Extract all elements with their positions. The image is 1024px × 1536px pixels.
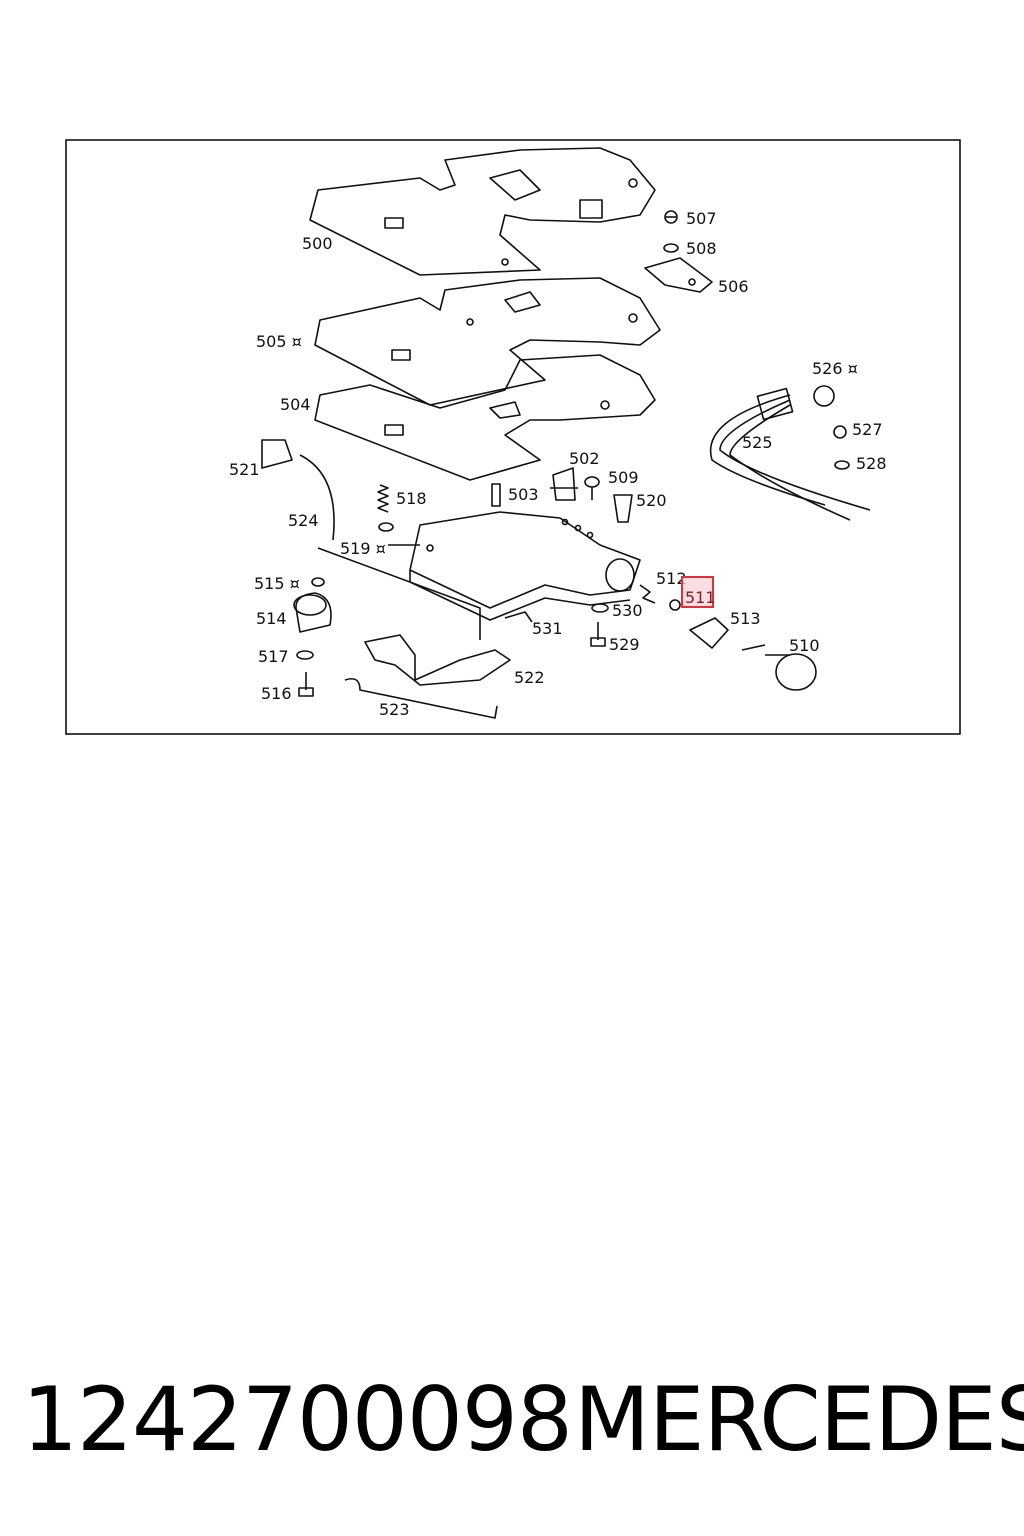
label-516: 516 bbox=[261, 684, 292, 703]
label-522: 522 bbox=[514, 668, 545, 687]
part-509 bbox=[584, 476, 600, 500]
label-512: 512 bbox=[656, 569, 687, 588]
part-515 bbox=[311, 577, 325, 587]
part-508 bbox=[663, 243, 679, 253]
part-528 bbox=[834, 460, 850, 470]
plate-504 bbox=[314, 354, 656, 481]
label-527: 527 bbox=[852, 420, 883, 439]
part-517 bbox=[296, 650, 314, 660]
part-514 bbox=[293, 592, 332, 633]
part-512 bbox=[639, 584, 656, 604]
label-520: 520 bbox=[636, 491, 667, 510]
plate-500 bbox=[309, 147, 656, 276]
label-524: 524 bbox=[288, 511, 319, 530]
label-529: 529 bbox=[609, 635, 640, 654]
label-509: 509 bbox=[608, 468, 639, 487]
label-506: 506 bbox=[718, 277, 749, 296]
part-522 bbox=[364, 634, 511, 686]
part-511 bbox=[669, 599, 681, 611]
label-530: 530 bbox=[612, 601, 643, 620]
label-526: 526 ¤ bbox=[812, 359, 858, 378]
label-525: 525 bbox=[742, 433, 773, 452]
label-505: 505 ¤ bbox=[256, 332, 302, 351]
part-521 bbox=[261, 439, 293, 469]
caption: 1242700098 MERCEDES bbox=[0, 1368, 1024, 1478]
part-502 bbox=[550, 467, 578, 501]
part-506 bbox=[644, 257, 713, 293]
label-503: 503 bbox=[508, 485, 539, 504]
label-502: 502 bbox=[569, 449, 600, 468]
label-511: 511 bbox=[685, 588, 716, 607]
part-516 bbox=[298, 672, 314, 697]
part-number: 1242700098 bbox=[22, 1368, 573, 1471]
label-518: 518 bbox=[396, 489, 427, 508]
label-508: 508 bbox=[686, 239, 717, 258]
part-529 bbox=[590, 622, 606, 647]
part-513 bbox=[689, 617, 729, 649]
label-528: 528 bbox=[856, 454, 887, 473]
diagram-frame bbox=[65, 139, 961, 735]
label-504: 504 bbox=[280, 395, 311, 414]
valve-body bbox=[317, 511, 641, 640]
brand-name: MERCEDES bbox=[574, 1368, 1024, 1471]
part-518 bbox=[377, 484, 389, 513]
label-519: 519 ¤ bbox=[340, 539, 386, 558]
part-530 bbox=[591, 603, 609, 613]
label-500: 500 bbox=[302, 234, 333, 253]
label-523: 523 bbox=[379, 700, 410, 719]
part-510 bbox=[741, 644, 817, 691]
part-524 bbox=[299, 454, 335, 541]
label-513: 513 bbox=[730, 609, 761, 628]
part-519 bbox=[378, 522, 394, 532]
exploded-parts-diagram: 500 507 508 506 505 ¤ 526 ¤ 504 525 527 … bbox=[65, 139, 961, 735]
label-521: 521 bbox=[229, 460, 260, 479]
label-507: 507 bbox=[686, 209, 717, 228]
label-517: 517 bbox=[258, 647, 289, 666]
part-503 bbox=[491, 483, 501, 507]
part-507 bbox=[664, 210, 678, 224]
part-531 bbox=[504, 611, 533, 623]
label-514: 514 bbox=[256, 609, 287, 628]
part-520 bbox=[613, 494, 633, 523]
part-523 bbox=[344, 677, 498, 719]
part-527 bbox=[833, 425, 847, 439]
label-515: 515 ¤ bbox=[254, 574, 300, 593]
label-531: 531 bbox=[532, 619, 563, 638]
label-510: 510 bbox=[789, 636, 820, 655]
highlight-box-511[interactable] bbox=[681, 576, 714, 608]
part-525-harness bbox=[709, 385, 871, 521]
plate-505 bbox=[314, 277, 661, 406]
